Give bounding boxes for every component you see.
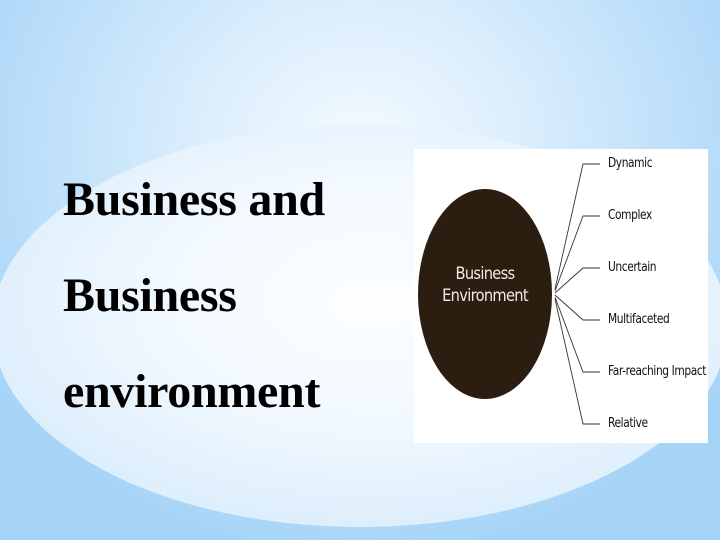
center-circle xyxy=(418,189,552,399)
attribute-multifaceted: Multifaceted xyxy=(608,312,670,327)
attribute-uncertain: Uncertain xyxy=(608,260,657,275)
attribute-dynamic: Dynamic xyxy=(608,156,653,171)
title-line-1: Business and xyxy=(63,173,325,226)
center-label-line-1: Business xyxy=(455,264,516,284)
attribute-complex: Complex xyxy=(608,208,652,223)
connector-lines xyxy=(554,163,600,425)
diagram-graphic xyxy=(418,163,600,425)
business-environment-diagram: Business Environment Dynamic Complex Unc… xyxy=(414,149,708,443)
center-label-line-2: Environment xyxy=(442,286,528,306)
title-line-2: Business xyxy=(63,269,237,322)
attribute-far-reaching-impact: Far-reaching Impact xyxy=(608,364,707,379)
title-line-3: environment xyxy=(63,365,321,418)
attribute-relative: Relative xyxy=(608,416,648,431)
center-label: Business Environment xyxy=(427,263,542,307)
slide-title: Business and Business environment xyxy=(63,168,403,456)
